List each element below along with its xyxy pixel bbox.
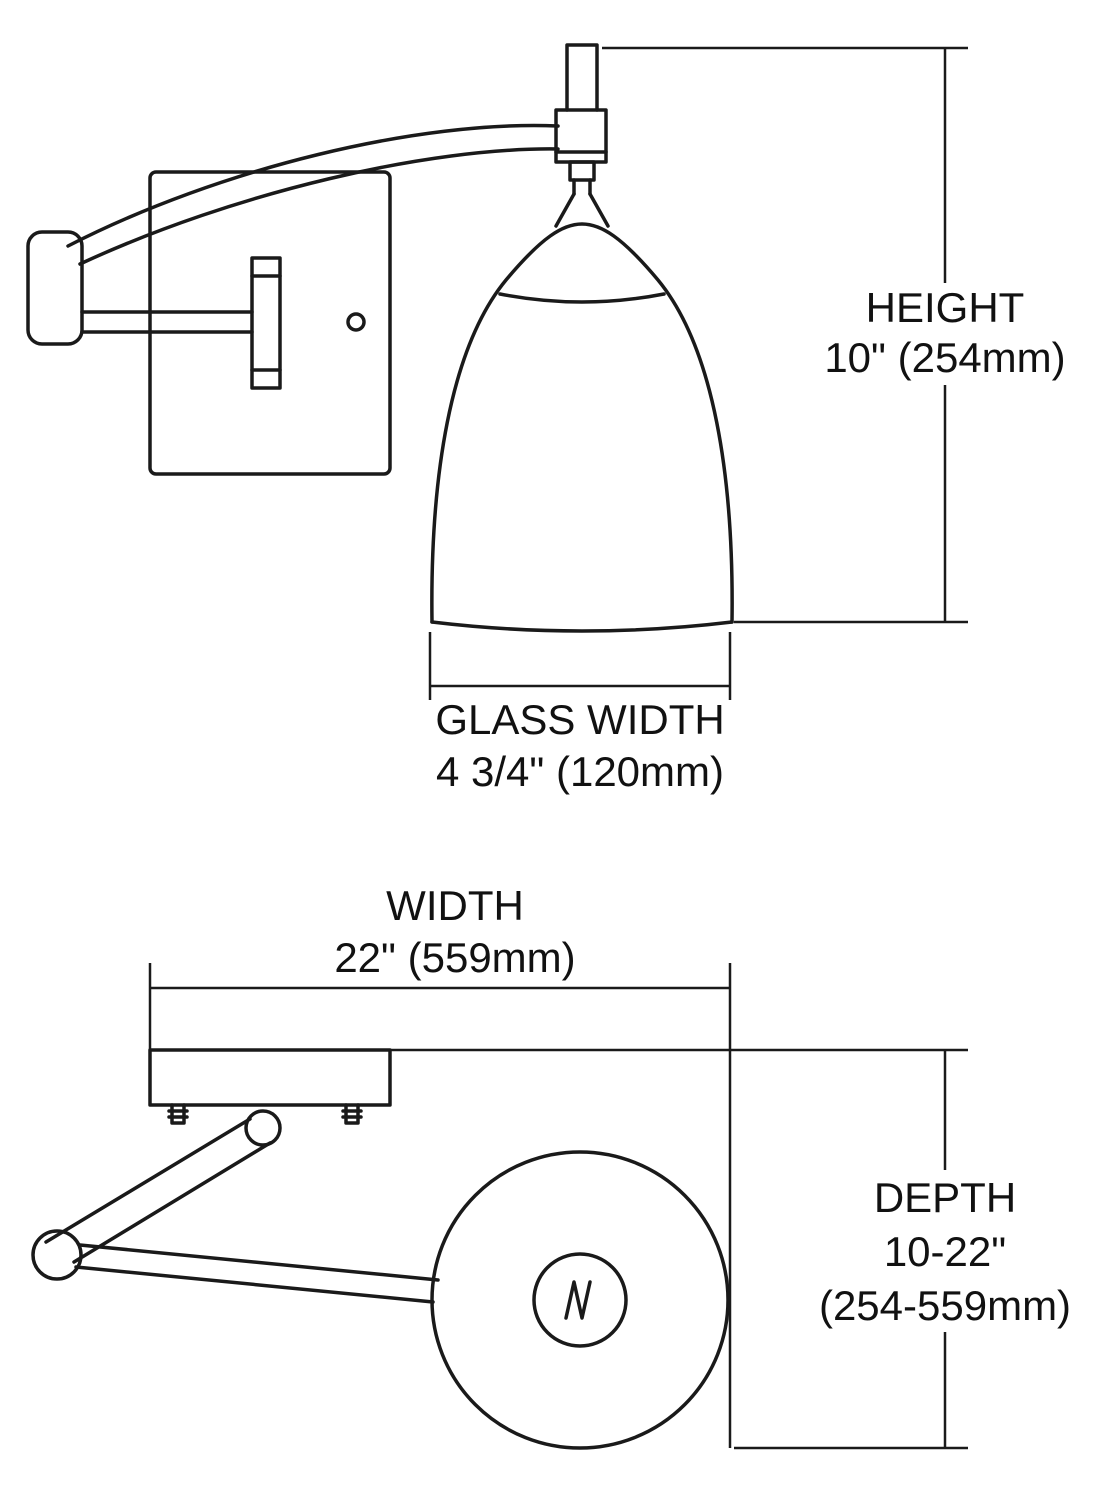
width-label: WIDTH — [386, 882, 524, 929]
glass-width-dimension-lines — [428, 632, 732, 700]
glass-shade — [430, 222, 734, 633]
glass-width-value: 4 3/4" (120mm) — [436, 748, 724, 795]
power-cord — [66, 123, 560, 266]
height-label-mask — [848, 283, 1053, 385]
depth-label: DEPTH — [874, 1174, 1016, 1221]
swing-arm — [80, 310, 254, 334]
width-dimension-lines — [148, 963, 732, 1448]
height-label: HEIGHT — [866, 284, 1025, 331]
shade-top-circle — [430, 1150, 730, 1450]
depth-label-mask — [818, 1170, 1073, 1332]
depth-value-metric: (254-559mm) — [819, 1282, 1071, 1329]
mounting-screw-right — [341, 1103, 363, 1125]
plate-pivot — [250, 256, 282, 390]
swing-arm-bracket — [26, 230, 84, 346]
side-view: HEIGHT 10" (254mm) GLASS WIDTH 4 3/4" (1… — [26, 43, 1066, 795]
width-value: 22" (559mm) — [334, 934, 575, 981]
arm-segment-2 — [74, 1243, 440, 1304]
screw-hole — [346, 312, 366, 332]
top-view: WIDTH 22" (559mm) — [31, 882, 1073, 1450]
depth-value-range: 10-22" — [884, 1228, 1006, 1275]
arm-segment-1 — [44, 1117, 272, 1264]
glass-width-label: GLASS WIDTH — [435, 696, 724, 743]
arm-elbow-joint — [31, 1229, 83, 1281]
bulb-circle — [532, 1252, 628, 1348]
mounting-screw-left — [167, 1103, 189, 1125]
wall-plate-top — [148, 1048, 392, 1107]
stem — [554, 43, 610, 228]
wall-plate — [148, 170, 392, 476]
filament-icon — [564, 1280, 592, 1320]
height-value: 10" (254mm) — [824, 334, 1065, 381]
arm-pivot-joint — [244, 1109, 282, 1147]
